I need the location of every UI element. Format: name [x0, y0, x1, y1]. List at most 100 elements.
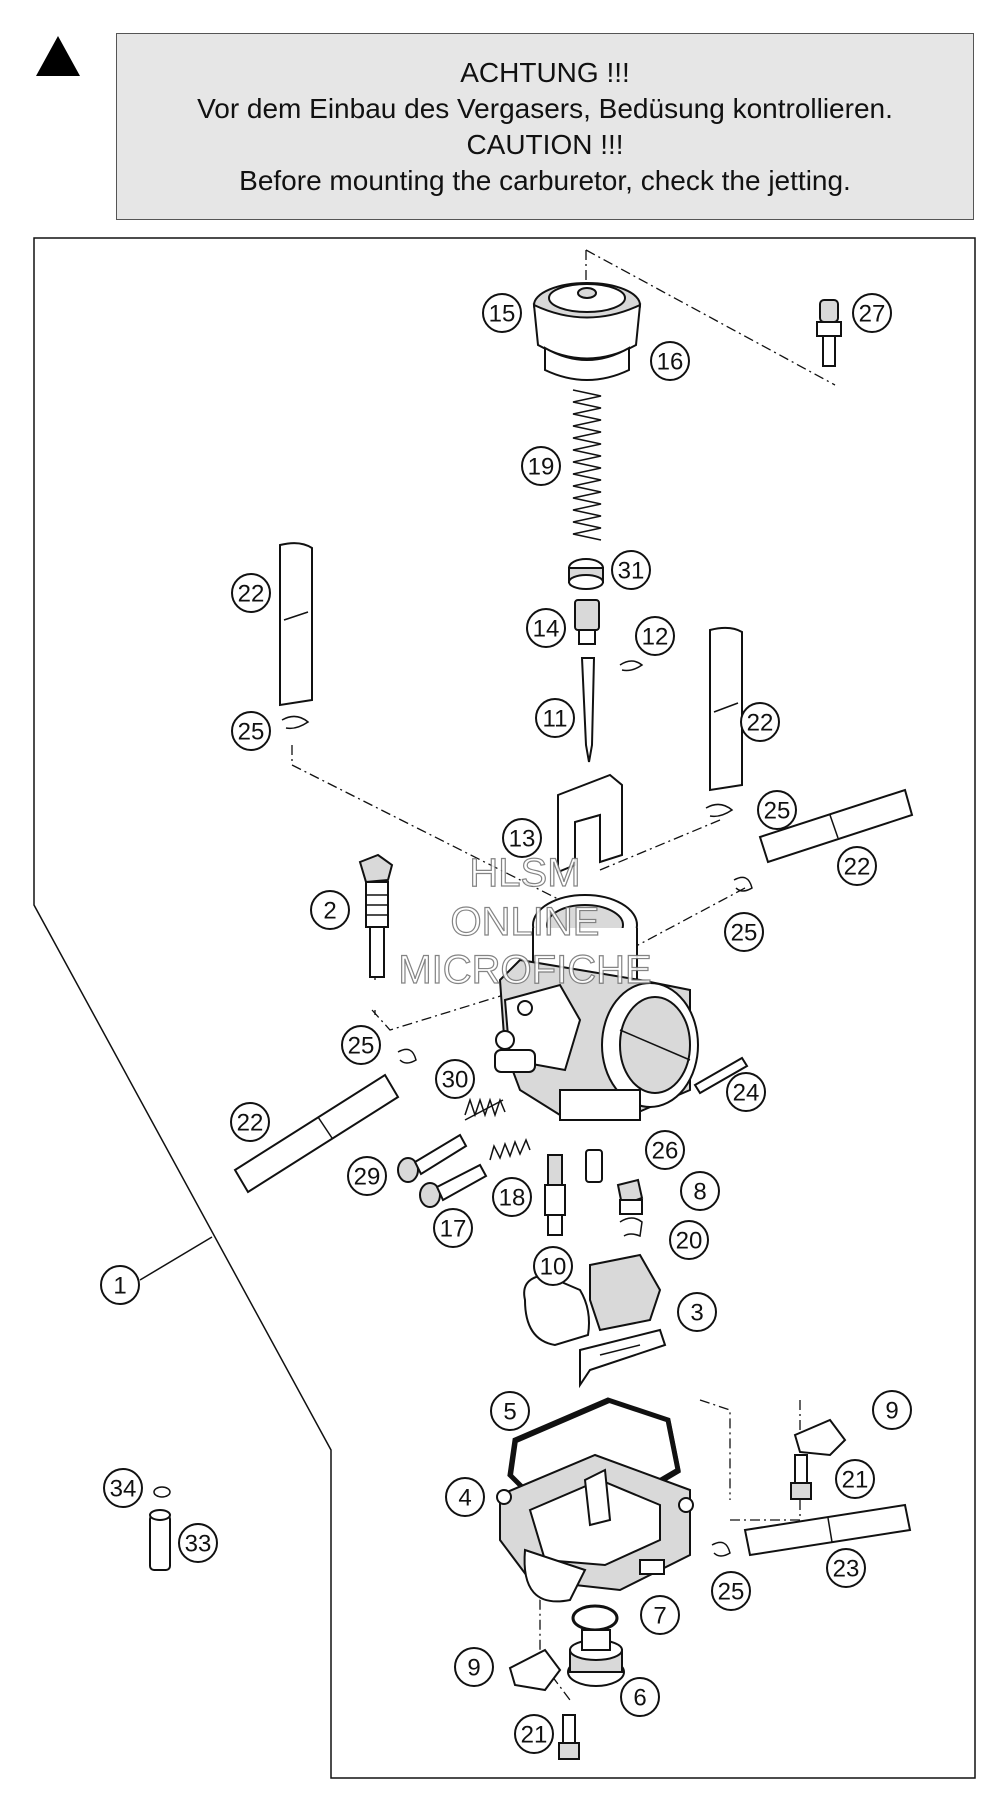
callout-c9a: 9	[872, 1390, 912, 1430]
callout-number: 22	[844, 854, 871, 881]
callout-c11: 11	[535, 698, 575, 738]
callout-number: 23	[833, 1556, 860, 1583]
callout-circle	[514, 1714, 554, 1754]
callout-number: 4	[458, 1485, 471, 1512]
notice-line-4: Before mounting the carburetor, check th…	[239, 164, 851, 196]
callout-circle	[310, 890, 350, 930]
callout-number: 25	[764, 798, 791, 825]
callout-number: 15	[489, 301, 516, 328]
vent-hose-left-top	[279, 542, 313, 707]
callout-number: 7	[653, 1603, 666, 1630]
callout-number: 9	[885, 1398, 898, 1425]
callout-c25e: 25	[711, 1571, 751, 1611]
callout-circle	[837, 846, 877, 886]
main-jet	[616, 1178, 644, 1215]
pilot-jet	[585, 1149, 603, 1183]
callout-number: 21	[842, 1467, 869, 1494]
callout-circle	[230, 1102, 270, 1142]
vent-hose-right-top	[709, 626, 743, 792]
callout-circle	[640, 1595, 680, 1635]
throttle-stop-spring	[489, 1138, 531, 1161]
callout-circle	[835, 1459, 875, 1499]
callout-c25b: 25	[757, 790, 797, 830]
watermark: HLSM ONLINE MICROFICHE	[398, 850, 653, 992]
callout-circle	[526, 608, 566, 648]
callout-number: 30	[442, 1067, 469, 1094]
callout-number: 12	[642, 624, 669, 651]
callout-c9b: 9	[454, 1647, 494, 1687]
callout-circle	[669, 1220, 709, 1260]
warning-triangle-icon	[36, 36, 80, 76]
throttle-slide	[557, 773, 623, 874]
callout-number: 9	[467, 1655, 480, 1682]
screw-top	[790, 1454, 812, 1500]
callout-number: 33	[185, 1531, 212, 1558]
callout-c31: 31	[611, 550, 651, 590]
callout-c22a: 22	[231, 573, 271, 613]
jet-needle	[580, 657, 596, 763]
callout-c3: 3	[677, 1292, 717, 1332]
callout-circle	[521, 446, 561, 486]
callout-c5: 5	[490, 1391, 530, 1431]
needle-jet	[544, 1154, 566, 1236]
carburetor-cap	[532, 282, 642, 381]
callout-number: 21	[521, 1722, 548, 1749]
callout-c13: 13	[502, 818, 542, 858]
callout-c8: 8	[680, 1171, 720, 1211]
callout-number: 29	[354, 1164, 381, 1191]
vent-fitting	[816, 299, 842, 367]
callout-c22d: 22	[230, 1102, 270, 1142]
callout-number: 13	[509, 826, 536, 853]
callout-number: 31	[618, 558, 645, 585]
callout-circle	[645, 1130, 685, 1170]
callout-c21b: 21	[514, 1714, 554, 1754]
callout-c22b: 22	[740, 702, 780, 742]
hose-clamps	[281, 715, 753, 1557]
callout-circle	[757, 790, 797, 830]
notice-line-1: ACHTUNG !!!	[460, 56, 630, 88]
callout-circle	[826, 1548, 866, 1588]
vent-hose-left-bottom	[233, 1073, 400, 1194]
callout-c6: 6	[620, 1677, 660, 1717]
callout-circle	[650, 341, 690, 381]
callout-number: 25	[238, 719, 265, 746]
air-screw-spring	[464, 1097, 506, 1121]
callout-c20: 20	[669, 1220, 709, 1260]
callout-c25a: 25	[231, 711, 271, 751]
callout-c25d: 25	[341, 1025, 381, 1065]
callout-number: 27	[859, 301, 886, 328]
watermark-line-1: HLSM	[469, 851, 580, 895]
notice-line-2: Vor dem Einbau des Vergasers, Bedüsung k…	[197, 92, 893, 124]
callout-circle	[533, 1246, 573, 1286]
callout-number: 10	[540, 1254, 567, 1281]
drain-plug	[567, 1629, 625, 1687]
callout-circle	[347, 1156, 387, 1196]
callout-c27: 27	[852, 293, 892, 333]
notice-line-3: CAUTION !!!	[466, 128, 624, 160]
callout-circle	[677, 1292, 717, 1332]
callout-circle	[435, 1059, 475, 1099]
callout-number: 25	[731, 920, 758, 947]
callout-circle	[341, 1025, 381, 1065]
callout-circle	[724, 912, 764, 952]
callout-circle	[726, 1072, 766, 1112]
callout-c18: 18	[492, 1177, 532, 1217]
callout-c23: 23	[826, 1548, 866, 1588]
callout-number: 16	[657, 349, 684, 376]
callout-c19: 19	[521, 446, 561, 486]
callout-circle	[852, 293, 892, 333]
callout-number: 6	[633, 1685, 646, 1712]
callout-c22c: 22	[837, 846, 877, 886]
vent-hose-right	[758, 788, 914, 864]
callout-number: 26	[652, 1138, 679, 1165]
callout-number: 5	[503, 1399, 516, 1426]
float-assembly	[523, 1253, 667, 1389]
throttle-spring	[572, 385, 602, 541]
callout-circle	[492, 1177, 532, 1217]
watermark-line-3: MICROFICHE	[398, 948, 651, 992]
assembly-frame	[33, 237, 976, 1779]
carburetor-body	[494, 894, 699, 1122]
callout-number: 11	[543, 706, 568, 733]
callout-number: 22	[747, 710, 774, 737]
